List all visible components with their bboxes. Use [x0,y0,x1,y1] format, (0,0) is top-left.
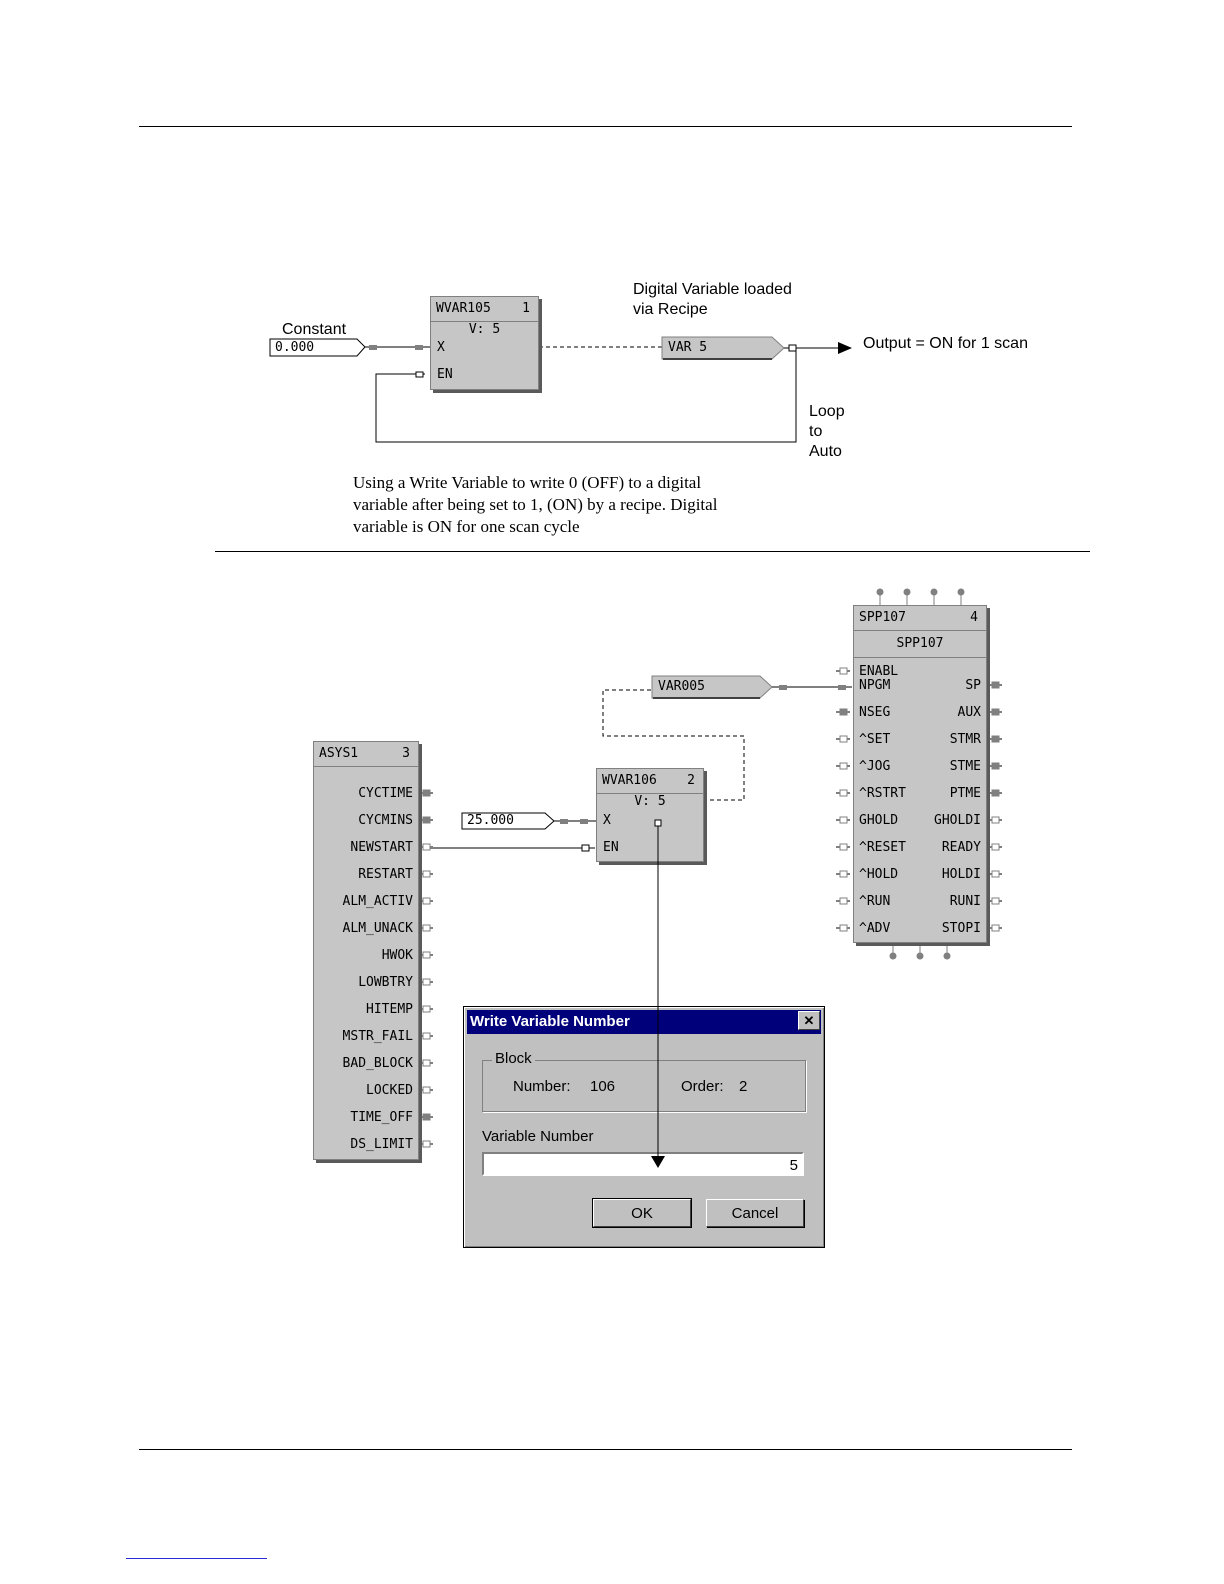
spp107-output-ready: READY [941,840,981,855]
wvar106-pin-en: EN [603,840,619,855]
constant-label: Constant [282,321,347,338]
write-variable-dialog: Write Variable Number ✕ Block Number: 10… [463,1006,825,1248]
asys1-output-mstr-fail: MSTR_FAIL [342,1029,413,1044]
footer-link-underline [126,1558,267,1559]
spp107-input-enabl: ENABL [859,664,899,679]
cancel-button[interactable]: Cancel [706,1199,804,1227]
asys1-output-lowbtry: LOWBTRY [358,975,413,990]
variable-number-label: Variable Number [482,1128,594,1145]
var5-tag-text: VAR 5 [668,340,708,355]
spp107-output-ptme: PTME [949,786,981,801]
asys1-output-newstart: NEWSTART [350,840,413,855]
spp107-header: SPP107 4 [854,606,986,631]
constant-25-text: 25.000 [467,813,514,828]
constant-value: 0.000 [270,339,360,357]
wvar106-name: WVAR106 [602,773,657,788]
var005-tag-text: VAR005 [658,679,705,694]
spp107-output-aux: AUX [957,705,981,720]
wvar105-pin-x: X [437,340,445,355]
variable-number-input[interactable]: 5 [482,1152,804,1176]
asys1-output-alm-unack: ALM_UNACK [342,921,413,936]
caption-line-2: variable after being set to 1, (ON) by a… [353,495,718,514]
spp107-output-stopi: STOPI [941,921,981,936]
asys1-output-bad-block: BAD_BLOCK [342,1056,413,1071]
spp107-number: 4 [970,610,978,625]
constant-25-value: 25.000 [462,813,546,829]
spp107-sub: SPP107 [854,631,986,658]
asys1-output-ds-limit: DS_LIMIT [350,1137,413,1152]
spp107-output-sp: SP [965,678,981,693]
asys1-output-alm-activ: ALM_ACTIV [342,894,413,909]
asys1-output-cyctime: CYCTIME [358,786,413,801]
top-rule [139,126,1072,127]
wvar106-sub: V: 5 [634,794,666,809]
wvar106-number: 2 [687,773,695,788]
asys1-header: ASYS1 3 [314,742,418,767]
caption-line-3: variable is ON for one scan cycle [353,517,580,536]
close-button[interactable]: ✕ [798,1011,820,1030]
asys1-output-hwok: HWOK [381,948,413,963]
loop-note-1: Loop [809,403,845,420]
wvar105-name: WVAR105 [436,301,491,316]
spp107-input-ghold: GHOLD [859,813,899,828]
asys1-output-locked: LOCKED [366,1083,413,1098]
middle-rule [215,551,1090,552]
asys1-output-time-off: TIME_OFF [350,1110,413,1125]
recipe-note-2: via Recipe [633,301,708,318]
number-value: 106 [590,1078,616,1095]
wvar106-block[interactable]: WVAR106 2 V: 5 X EN [596,768,704,862]
spp107-input-npgm: NPGM [859,678,891,693]
figure1-caption: Using a Write Variable to write 0 (OFF) … [353,472,717,538]
caption-line-1: Using a Write Variable to write 0 (OFF) … [353,473,702,492]
spp107-input-rstrt: ^RSTRT [859,786,906,801]
spp107-name: SPP107 [859,610,906,625]
recipe-note-1: Digital Variable loaded [633,281,792,298]
spp107-output-stmr: STMR [949,732,981,747]
spp107-input-run: ^RUN [859,894,891,909]
bottom-rule [139,1449,1072,1450]
spp107-input-adv: ^ADV [859,921,891,936]
figure1-wiring [269,336,852,443]
loop-note-3: Auto [809,443,842,460]
spp107-input-set: ^SET [859,732,891,747]
wvar105-pin-en: EN [437,367,453,382]
wvar105-header: WVAR105 1 [431,297,538,322]
spp107-input-reset: ^RESET [859,840,906,855]
spp107-input-hold: ^HOLD [859,867,899,882]
loop-note-2: to [809,423,823,440]
asys1-output-cycmins: CYCMINS [358,813,413,828]
spp107-output-holdi: HOLDI [941,867,981,882]
dialog-title: Write Variable Number [467,1010,821,1034]
var005-tag[interactable]: VAR005 [652,677,760,697]
block-group-label: Block [492,1050,535,1067]
wvar105-sub: V: 5 [468,322,501,337]
order-value: 2 [739,1078,748,1095]
spp107-input-jog: ^JOG [859,759,891,774]
ok-button[interactable]: OK [592,1198,692,1228]
asys1-output-hitemp: HITEMP [366,1002,413,1017]
asys1-output-restart: RESTART [358,867,413,882]
spp107-output-gholdi: GHOLDI [934,813,981,828]
close-icon: ✕ [803,1013,815,1028]
asys1-name: ASYS1 [319,746,359,761]
wvar106-header: WVAR106 2 [597,769,703,794]
order-label: Order: [681,1078,724,1095]
wvar105-number: 1 [522,301,530,316]
spp107-output-stme: STME [949,759,981,774]
var5-tag[interactable]: VAR 5 [662,338,772,358]
spp107-input-nseg: NSEG [859,705,891,720]
asys1-block[interactable]: ASYS1 3 CYCTIME CYCMINS NEWSTART RESTART ALM… [313,741,419,1160]
output-note: Output = ON for 1 scan [863,335,1028,352]
constant-value-text: 0.000 [275,340,315,355]
block-group [482,1060,806,1112]
wvar105-block[interactable]: WVAR105 1 V: 5 X EN [430,296,539,390]
wvar106-pin-x: X [603,813,611,828]
asys1-number: 3 [402,746,410,761]
spp107-output-runi: RUNI [949,894,981,909]
number-label: Number: [513,1078,571,1095]
